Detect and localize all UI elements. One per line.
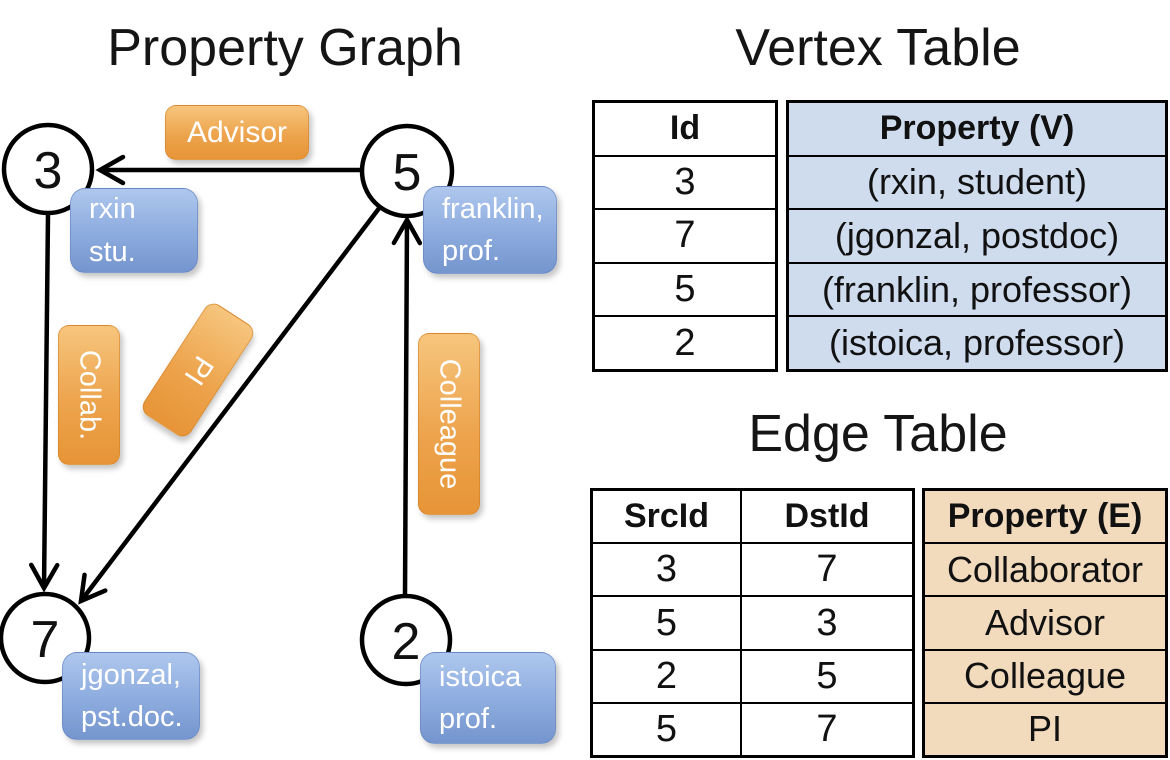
vertex-table-property-column: Property (V) (rxin, student) (jgonzal, p…: [786, 100, 1168, 372]
node-circle-3: [1, 122, 95, 216]
edge-label-collab-text: Collab.: [73, 349, 106, 441]
vertex-id-cell: 7: [674, 214, 696, 257]
table-row: (jgonzal, postdoc): [789, 208, 1165, 262]
vertex-id-cell: 2: [674, 321, 696, 364]
edge-dst-cell: 7: [816, 707, 838, 750]
node-id-5: 5: [393, 144, 422, 202]
edge-table-title: Edge Table: [748, 405, 1008, 463]
edge-table-property-column: Property (E) Collaborator Advisor Collea…: [922, 488, 1168, 758]
vertex-property-cell: (franklin, professor): [821, 268, 1133, 310]
vertex-table-header-property: Property (V): [879, 109, 1075, 148]
table-row: Advisor: [925, 595, 1165, 648]
vertex-label-2-line1: istoica: [439, 660, 522, 693]
vertex-label-7-line1: jgonzal,: [81, 658, 181, 691]
edge-table-ids-columns: SrcId DstId 3 7 5 3 2 5 5 7: [590, 488, 915, 758]
edge-label-collab: Collab.: [58, 325, 120, 465]
vertex-label-7-line2: pst.doc.: [81, 701, 183, 733]
edge-src-cell: 2: [593, 650, 742, 702]
table-row: (franklin, professor): [789, 261, 1165, 316]
vertex-id-cell: 3: [674, 160, 696, 203]
edge-label-advisor: Advisor: [165, 105, 309, 160]
node-id-7: 7: [31, 611, 60, 669]
vertex-label-5-line1: franklin,: [442, 192, 544, 225]
edge-label-pi-text: PI: [177, 350, 220, 391]
edge-table-header-dstid: DstId: [784, 497, 870, 536]
table-row: 5: [595, 261, 775, 316]
edge-colleague-2-to-5: [391, 215, 423, 596]
vertex-property-cell: (jgonzal, postdoc): [834, 214, 1120, 256]
table-row: 2: [595, 315, 775, 369]
table-row: 5 3: [593, 595, 912, 649]
table-row: 7: [595, 208, 775, 262]
edge-dst-cell: 3: [816, 601, 838, 644]
edge-dst-cell: 7: [816, 548, 838, 591]
edge-label-colleague: Colleague: [418, 333, 480, 515]
table-row: (istoica, professor): [789, 315, 1165, 369]
vertex-id-cell: 5: [674, 268, 696, 311]
edge-label-advisor-text: Advisor: [186, 115, 288, 149]
vertex-label-2-line2: prof.: [439, 703, 498, 735]
vertex-label-3-line2: stu.: [89, 235, 136, 268]
property-graph-title: Property Graph: [107, 19, 463, 77]
edge-src-cell: 5: [593, 703, 742, 756]
table-row: (rxin, student): [789, 154, 1165, 209]
edge-property-cell: Advisor: [984, 602, 1106, 643]
table-row: 3 7: [593, 542, 912, 596]
vertex-property-cell: (rxin, student): [866, 161, 1088, 203]
vertex-label-3: rxin stu.: [70, 188, 198, 273]
edge-property-cell: Colleague: [963, 655, 1127, 697]
table-row: 5 7: [593, 701, 912, 756]
table-row: Colleague: [925, 648, 1165, 702]
vertex-table-id-column: Id 3 7 5 2: [592, 100, 778, 372]
edge-table-header-property: Property (E): [947, 497, 1143, 536]
vertex-property-cell: (istoica, professor): [828, 322, 1126, 364]
edge-collab-3-to-7: [28, 213, 60, 593]
vertex-table-title: Vertex Table: [735, 19, 1021, 77]
vertex-label-5-line2: prof.: [442, 235, 501, 267]
table-row: Collaborator: [925, 542, 1165, 595]
table-row: PI: [925, 701, 1165, 755]
node-id-2: 2: [392, 613, 421, 671]
edge-dst-cell: 5: [816, 654, 838, 697]
edge-pi-5-to-7: [78, 205, 382, 605]
edge-property-cell: PI: [1027, 708, 1062, 750]
table-row: 3: [595, 154, 775, 209]
node-id-3: 3: [34, 142, 63, 200]
vertex-label-7: jgonzal, pst.doc.: [62, 652, 200, 740]
vertex-label-3-line1: rxin: [89, 193, 136, 226]
table-row: 2 5: [593, 648, 912, 702]
edge-table-header-srcid: SrcId: [593, 491, 742, 543]
edge-property-cell: Collaborator: [946, 548, 1144, 590]
vertex-label-5: franklin, prof.: [423, 186, 557, 274]
edge-label-colleague-text: Colleague: [433, 358, 466, 490]
vertex-table-header-id: Id: [669, 109, 701, 148]
edge-src-cell: 5: [593, 597, 742, 649]
edge-src-cell: 3: [593, 544, 742, 596]
vertex-label-2: istoica prof.: [420, 652, 556, 744]
